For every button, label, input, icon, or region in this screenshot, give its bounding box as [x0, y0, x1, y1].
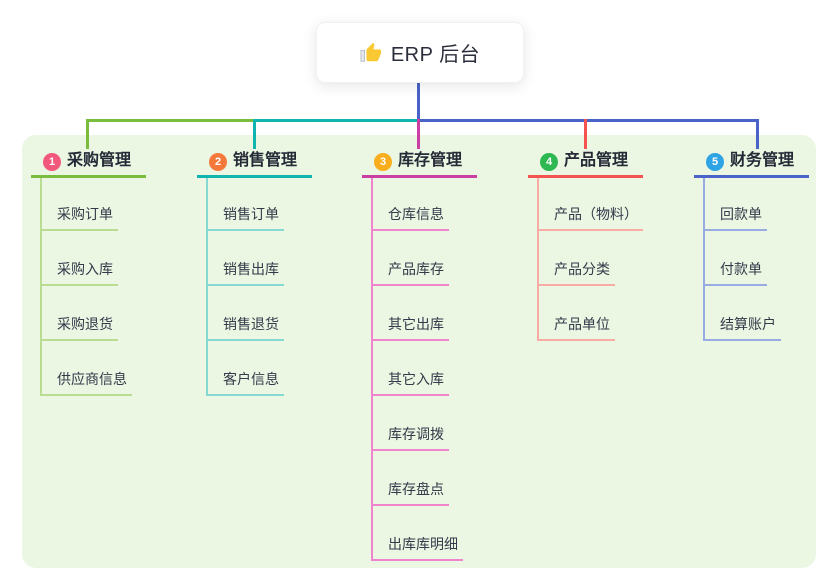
branch-drop-line-5 [756, 119, 759, 149]
root-node[interactable]: ERP 后台 [316, 22, 524, 83]
branch-drop-line-2 [253, 119, 256, 149]
child-node[interactable]: 产品（物料） [537, 205, 643, 231]
child-node[interactable]: 结算账户 [703, 315, 781, 341]
child-node[interactable]: 库存调拨 [371, 425, 449, 451]
thumbs-up-icon [360, 42, 382, 64]
branch-title-underline [528, 175, 643, 178]
branch-drop-line-3 [417, 119, 420, 149]
branch-node-title[interactable]: 财务管理 [730, 152, 795, 169]
child-node[interactable]: 供应商信息 [40, 370, 132, 396]
branch-node-title[interactable]: 采购管理 [67, 152, 132, 169]
child-node[interactable]: 采购入库 [40, 260, 118, 286]
branch-drop-line-1 [86, 119, 89, 149]
branch-child-spine [206, 178, 208, 396]
child-node[interactable]: 库存盘点 [371, 480, 449, 506]
branch-title-underline [31, 175, 146, 178]
trunk-segment-1 [86, 119, 254, 122]
trunk-segment-3 [419, 119, 759, 122]
child-node[interactable]: 产品分类 [537, 260, 615, 286]
branch-child-spine [703, 178, 705, 341]
child-node[interactable]: 产品库存 [371, 260, 449, 286]
child-node[interactable]: 仓库信息 [371, 205, 449, 231]
branch-number-badge: 1 [43, 153, 61, 171]
child-node[interactable]: 产品单位 [537, 315, 615, 341]
child-node[interactable]: 采购订单 [40, 205, 118, 231]
branch-node-title[interactable]: 产品管理 [564, 152, 629, 169]
child-node[interactable]: 客户信息 [206, 370, 284, 396]
branch-number-badge: 2 [209, 153, 227, 171]
child-node[interactable]: 销售订单 [206, 205, 284, 231]
child-node[interactable]: 其它出库 [371, 315, 449, 341]
child-node[interactable]: 销售退货 [206, 315, 284, 341]
child-node[interactable]: 付款单 [703, 260, 767, 286]
branches-panel-background [22, 135, 816, 568]
branch-child-spine [537, 178, 539, 341]
root-node-title: ERP 后台 [390, 44, 481, 66]
branch-child-spine [371, 178, 373, 561]
trunk-segment-2 [254, 119, 419, 122]
branch-number-badge: 3 [374, 153, 392, 171]
child-node[interactable]: 出库库明细 [371, 535, 463, 561]
branch-number-badge: 4 [540, 153, 558, 171]
branch-drop-line-4 [584, 119, 587, 149]
branch-node-title[interactable]: 库存管理 [398, 152, 463, 169]
child-node[interactable]: 采购退货 [40, 315, 118, 341]
branch-title-underline [197, 175, 312, 178]
branch-node-title[interactable]: 销售管理 [233, 152, 298, 169]
root-stem-line [417, 83, 420, 120]
branch-number-badge: 5 [706, 153, 724, 171]
branch-title-underline [362, 175, 477, 178]
child-node[interactable]: 回款单 [703, 205, 767, 231]
child-node[interactable]: 销售出库 [206, 260, 284, 286]
child-node[interactable]: 其它入库 [371, 370, 449, 396]
branch-child-spine [40, 178, 42, 396]
branch-title-underline [694, 175, 809, 178]
